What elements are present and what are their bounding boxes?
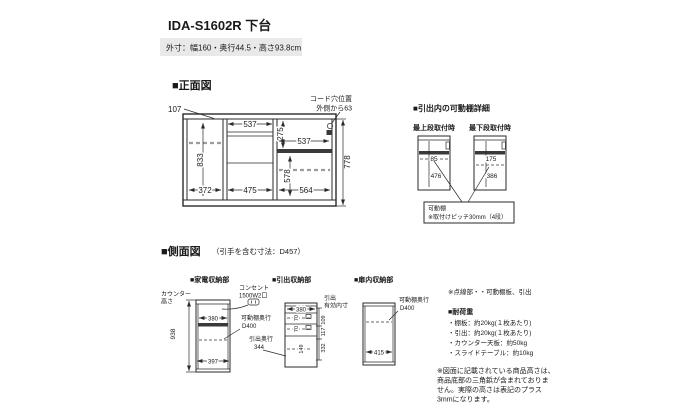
front-view-heading: ■正面図 [172,78,212,92]
dim-778: 778 [343,155,352,169]
door-notch-icon [501,141,506,150]
dim-275: 275 [276,127,285,141]
shelf-detail-cabinet-top: 85 476 [417,135,451,191]
drawer-depth-label-1: 引出奥行 [249,335,273,343]
shelf-detail: ■引出内の可動棚詳細 最上段取付時 最下段取付時 85 476 175 386 [413,103,515,224]
shelf-detail-bottom-label: 最下段取付時 [469,123,511,132]
dim-85: 85 [430,156,438,163]
load-item: ・引出：約20kg(１枚あたり) [448,328,531,337]
dim-833: 833 [196,153,205,167]
dotted-line-note: ※点線部・・可動棚板、引出 [448,287,531,296]
front-view: ■正面図 107 833 537 275 537 [168,78,352,207]
front-right-fixed-shelf [277,149,332,153]
height-note-line: ※図面に記載されている商品高さは、 [437,366,555,375]
dim-578: 578 [283,169,292,183]
side-view-heading-note: （引手を含む寸法：D457） [212,246,305,256]
dim-476: 476 [431,173,442,180]
dim-537-top: 537 [243,120,257,129]
dim-380-drawer: 380 [296,308,307,314]
counter-height-label-2: 高さ [161,298,173,306]
door-shelf-label-1: 可動棚奥行 [399,296,429,304]
side-view: ■側面図 （引手を含む寸法：D457） ■家電収納部 カウンター 高さ 938 … [161,244,429,373]
height-note-line: 商品底部の三角鋲が含まれておりま [437,376,549,385]
load-heading: ■耐荷重 [448,307,473,316]
door-shelf-label-2: D400 [400,306,415,312]
dim-332: 332 [321,343,327,352]
door-notch-icon [445,141,450,150]
shelf-detail-cabinet-bottom: 175 386 [473,135,507,191]
outlet-icon [247,298,260,306]
outer-dims-text: 外寸：幅160・奥行44.5・高さ93.8cm [166,43,301,53]
dim-380-appliance: 380 [208,317,219,323]
dim-475: 475 [243,186,257,195]
dim-415: 415 [374,351,385,357]
load-item: ・棚板：約20kg(１枚あたり) [448,318,531,327]
counter-height-label-1: カウンター [161,290,191,298]
dim-117: 117 [321,328,327,337]
drawer-rail-icon [305,325,312,330]
outlet-label-2: 1500W2口 [239,293,267,300]
dim-386: 386 [487,173,498,180]
cord-hole-label-2: 外側から63 [316,104,352,113]
dim-70-a: 70 [294,315,300,321]
dim-149: 149 [299,344,305,353]
dim-564: 564 [299,186,313,195]
load-item: ・スライドテーブル：約10kg [448,348,534,357]
front-cabinet-outline [182,113,337,207]
slide-table-icon [198,323,228,327]
drawer-rail-icon [305,314,312,319]
shelf-detail-callout-box [423,201,515,224]
dim-175: 175 [486,156,497,163]
height-note-line: 3mmになります。 [437,396,494,404]
dim-109: 109 [321,315,327,324]
drawer-heading: ■引出収納部 [272,275,311,284]
appliance-shelf-label-1: 可動棚奥行 [241,314,271,322]
page-title: IDA-S1602R 下台 [168,18,271,33]
dim-107: 107 [168,105,182,114]
side-view-door: ■扉内収納部 可動棚奥行 D400 415 [354,275,429,366]
side-view-heading: ■側面図 [161,244,201,258]
appliance-heading: ■家電収納部 [190,275,229,284]
door-heading: ■扉内収納部 [354,275,393,284]
cord-hole-label-1: コード穴位置 [310,94,352,103]
dim-938: 938 [170,328,177,339]
drawer-inner-label-1: 引出 [324,294,336,302]
shelf-detail-top-label: 最上段取付時 [413,123,455,132]
outer-dims-badge [160,38,302,56]
dim-372: 372 [198,186,212,195]
shelf-detail-heading: ■引出内の可動棚詳細 [413,103,490,113]
notes: ※点線部・・可動棚板、引出 ■耐荷重 ・棚板：約20kg(１枚あたり) ・引出：… [437,287,555,404]
height-note-line: せん。実際の高さは表記のプラス [437,385,542,394]
load-item: ・カウンター天板：約50kg [448,338,527,347]
cord-hole-icon [327,123,333,129]
outlet-label-1: コンセント [239,285,269,292]
header: IDA-S1602R 下台 外寸：幅160・奥行44.5・高さ93.8cm [160,18,302,56]
callout-line-1: 可動棚 [428,205,446,213]
cord-hole-mark [326,130,333,135]
side-view-appliance: ■家電収納部 カウンター 高さ 938 380 397 コンセント 1500W2… [161,275,271,373]
appliance-shelf-label-2: D400 [242,324,257,330]
callout-line-2: ※取付けピッチ30mm（4段） [428,213,507,221]
side-view-drawer: ■引出収納部 380 引出 有効内寸 109 117 332 70 70 [249,275,348,368]
dim-397: 397 [208,360,219,366]
drawer-inner-label-2: 有効内寸 [324,302,348,310]
dim-537-right: 537 [297,137,311,146]
dim-70-b: 70 [294,326,300,332]
drawer-depth-label-2: 344 [254,345,265,351]
